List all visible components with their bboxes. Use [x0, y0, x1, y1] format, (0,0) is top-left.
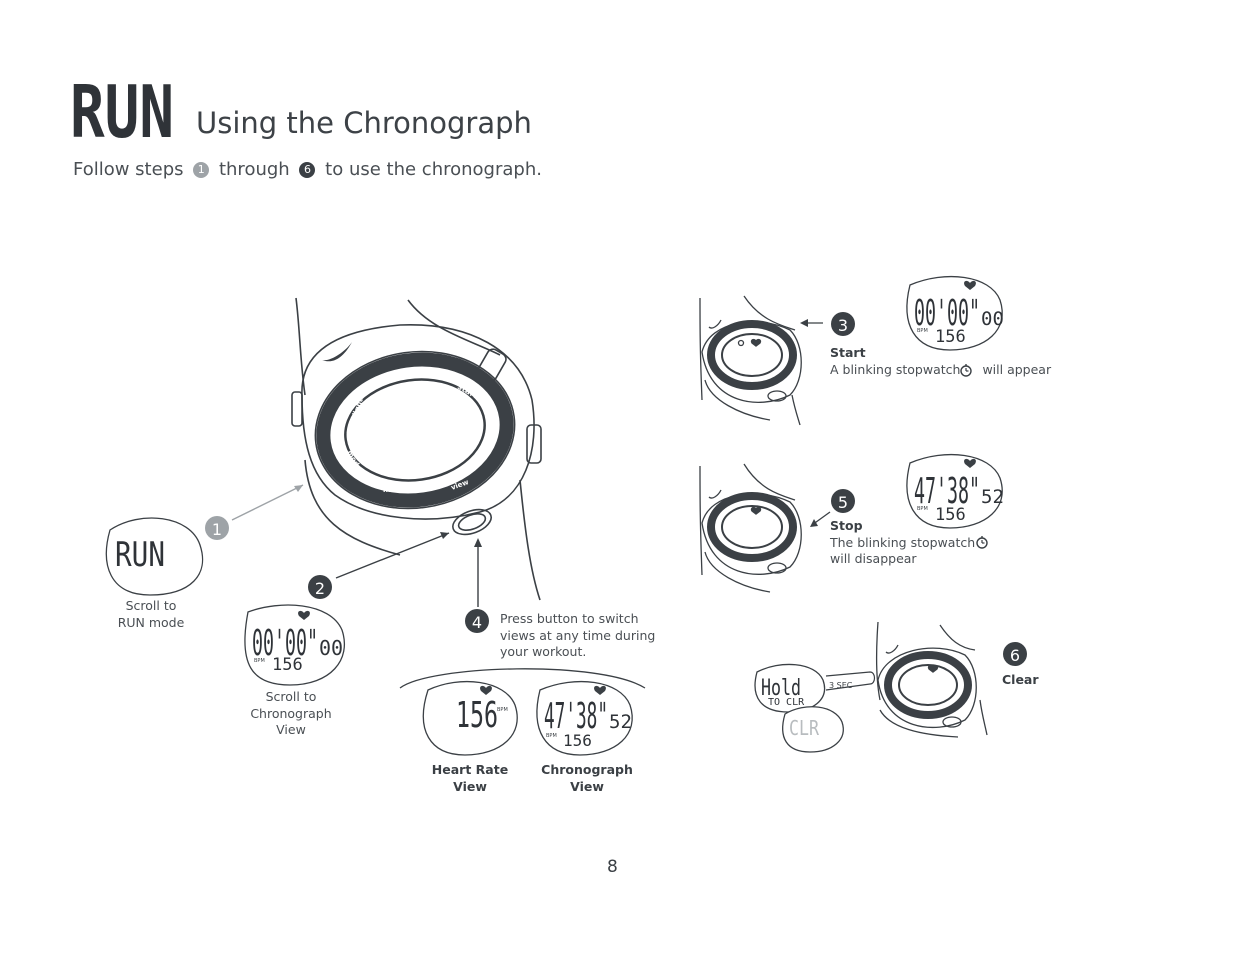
- step-6-clr-display: CLR: [782, 706, 844, 753]
- svg-text:00'00": 00'00": [914, 293, 980, 334]
- chronograph-view-display: 47'38" 52 BPM 156: [536, 680, 633, 756]
- svg-text:RUN: RUN: [115, 535, 165, 575]
- heart-rate-view-display: 156 BPM: [422, 680, 518, 756]
- svg-text:4: 4: [472, 613, 482, 632]
- step-3-label: Start: [830, 345, 866, 360]
- intro-step-last-badge: 6: [299, 162, 316, 178]
- svg-text:BPM: BPM: [254, 658, 265, 664]
- svg-text:52: 52: [981, 486, 1004, 508]
- step-6-hold-display: Hold TO CLR: [754, 663, 826, 713]
- step-3-arrow: [800, 319, 823, 327]
- svg-text:BPM: BPM: [917, 328, 928, 334]
- step-6-duration: 3 SEC: [829, 681, 853, 690]
- intro-text: Follow steps 1 through 6 to use the chro…: [73, 159, 542, 180]
- svg-text:156: 156: [272, 655, 303, 675]
- step-3-watch-illustration: [699, 295, 802, 426]
- svg-text:TO CLR: TO CLR: [768, 697, 805, 708]
- step-5-display: 47'38" 52 BPM 156: [906, 453, 1004, 529]
- bezel-label-stop: stop: [484, 432, 492, 449]
- step-2-caption: Scroll to Chronograph View: [250, 689, 332, 737]
- svg-text:Hold: Hold: [761, 676, 801, 701]
- step-5-badge: 5: [831, 489, 855, 513]
- step-1-run-display: RUN: [105, 517, 204, 596]
- svg-text:BPM: BPM: [917, 506, 928, 512]
- step-4-instruction: Press button to switch views at any time…: [500, 611, 656, 659]
- step-4-arrow: [474, 538, 482, 607]
- step-3-badge: 3: [831, 312, 855, 336]
- step-1-badge: 1: [205, 516, 229, 540]
- svg-text:CLR: CLR: [789, 716, 820, 740]
- intro-before: Follow steps: [73, 159, 184, 180]
- main-watch-illustration: [291, 297, 542, 601]
- svg-text:3: 3: [838, 316, 848, 335]
- step-4-toggle-arc: [399, 668, 646, 689]
- svg-text:156: 156: [935, 327, 966, 347]
- step-4-badge: 4: [465, 609, 489, 633]
- step-1-arrow: [231, 484, 304, 521]
- svg-text:00: 00: [319, 636, 343, 660]
- intro-step-first-badge: 1: [193, 162, 210, 178]
- step-2-badge: 2: [308, 575, 332, 599]
- run-mode-logo: RUN: [70, 70, 174, 154]
- intro-after: to use the chronograph.: [325, 159, 542, 180]
- svg-text:156: 156: [563, 731, 592, 750]
- svg-text:5: 5: [838, 493, 848, 512]
- svg-text:52: 52: [609, 711, 632, 733]
- step-5-label: Stop: [830, 518, 863, 533]
- svg-text:1: 1: [212, 520, 222, 539]
- step-6-label: Clear: [1002, 672, 1039, 687]
- step-2-chrono-display: 00'00" 00 BPM 156: [244, 604, 346, 686]
- svg-text:47'38": 47'38": [914, 471, 980, 512]
- svg-text:2: 2: [315, 579, 325, 598]
- step-5-text: Stop The blinking stopwatch will disappe…: [830, 518, 976, 566]
- svg-text:00'00": 00'00": [252, 623, 318, 664]
- step-6-watch-illustration: [876, 621, 988, 738]
- svg-text:BPM: BPM: [546, 733, 557, 739]
- svg-text:156: 156: [935, 505, 966, 525]
- svg-text:BPM: BPM: [497, 707, 508, 713]
- intro-middle: through: [218, 159, 290, 180]
- bezel-label-water: h2O 50m: [383, 486, 418, 494]
- svg-text:47'38": 47'38": [544, 696, 608, 737]
- svg-text:6: 6: [1010, 646, 1020, 665]
- step-1-caption: Scroll to RUN mode: [117, 598, 185, 630]
- page-number: 8: [607, 857, 618, 877]
- step-5-watch-illustration: [699, 463, 802, 593]
- step-6-press-finger: [825, 671, 876, 691]
- page-title: Using the Chronograph: [196, 106, 532, 140]
- step-5-arrow: [810, 511, 831, 527]
- svg-text:00: 00: [981, 308, 1004, 330]
- svg-text:156: 156: [456, 695, 498, 736]
- step-3-display: 00'00" 00 BPM 156: [906, 275, 1004, 351]
- step-2-arrow: [335, 532, 450, 579]
- step-6-badge: 6: [1003, 642, 1027, 666]
- svg-text:RUN: RUN: [70, 70, 174, 154]
